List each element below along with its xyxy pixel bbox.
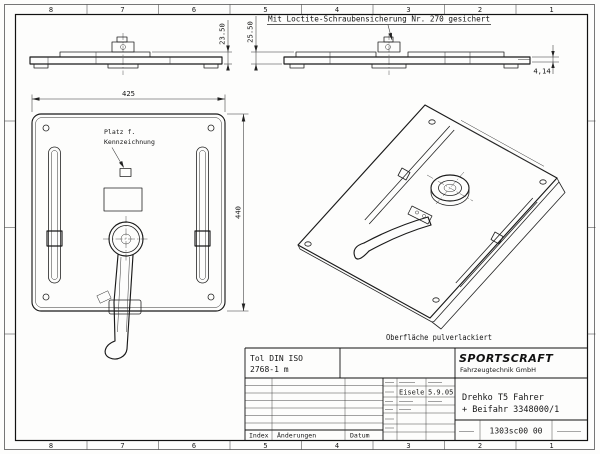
grid-label: 7 [120, 442, 124, 450]
grid-labels-top: 8 7 6 5 4 3 2 1 [49, 6, 554, 14]
revision-table: Index Änderungen Datum [245, 378, 384, 440]
titleblock-fineprint [385, 382, 442, 429]
grid-label: 6 [192, 6, 196, 14]
marking-note-line2: Kennzeichnung [104, 138, 155, 146]
surface-note: Oberfläche pulverlackiert [386, 333, 492, 342]
iso-view [297, 104, 566, 330]
grid-label: 1 [549, 442, 553, 450]
rev-date-label: Datum [350, 432, 370, 440]
drawing-number: 1303sc00 00 [490, 427, 543, 436]
grid-labels-bottom: 8 7 6 5 4 3 2 1 [49, 442, 554, 450]
dimension-23-50: 23.50 [152, 20, 232, 71]
grid-label: 5 [263, 6, 267, 14]
dim-plate-height: 440 [234, 206, 243, 219]
grid-label: 5 [263, 442, 267, 450]
tolerance-line2: 2768-1 m [250, 365, 289, 374]
drawing-title-line2: + Beifahr 3348000/1 [462, 405, 559, 415]
plan-view: 425 440 [31, 89, 249, 360]
dimension-4-14: 4,14 [532, 45, 559, 76]
company-name: SPORTSCRAFT [459, 352, 554, 365]
marking-note-line1: Platz f. [104, 128, 135, 136]
dim-front-right-height: 25.50 [246, 21, 255, 43]
drawing-title-line1: Drehko T5 Fahrer [462, 393, 544, 403]
grid-label: 3 [406, 442, 410, 450]
loctite-annotation: Mit Loctite-Schraubensicherung Nr. 270 g… [267, 15, 491, 41]
dim-flange-thickness: 4,14 [533, 67, 550, 76]
dimension-25-50: 25.50 [246, 16, 294, 71]
dim-front-left-height: 23.50 [218, 23, 227, 45]
grid-label: 4 [335, 442, 339, 450]
loctite-note-text: Mit Loctite-Schraubensicherung Nr. 270 g… [268, 15, 490, 24]
title-block: Index Änderungen Datum Tol DIN ISO 2768-… [244, 347, 588, 440]
grid-label: 3 [406, 6, 410, 14]
grid-label: 4 [335, 6, 339, 14]
rev-index-label: Index [249, 432, 269, 440]
dimension-425: 425 [31, 89, 226, 112]
rev-changes-label: Änderungen [277, 431, 316, 440]
border-frame: 8 7 6 5 4 3 2 1 8 7 6 5 4 3 2 1 [4, 4, 596, 450]
drawn-by-name: Eisele [399, 389, 424, 397]
front-view-left: 23.50 [29, 20, 232, 75]
dimension-440: 440 [227, 113, 249, 312]
front-view-right: 25.50 4,14 [246, 16, 559, 76]
signature-block: Eisele 5.9.05 [383, 378, 455, 440]
grid-label: 8 [49, 6, 53, 14]
drawing-title-block: Drehko T5 Fahrer + Beifahr 3348000/1 130… [455, 393, 588, 440]
grid-label: 8 [49, 442, 53, 450]
tolerance-line1: Tol DIN ISO [250, 354, 303, 363]
grid-label: 2 [478, 442, 482, 450]
grid-label: 2 [478, 6, 482, 14]
grid-label: 1 [549, 6, 553, 14]
company-subtitle: Fahrzeugtechnik GmbH [460, 366, 536, 374]
grid-label: 7 [120, 6, 124, 14]
tolerance-note: Tol DIN ISO 2768-1 m [250, 354, 303, 374]
marking-callout: Platz f. Kennzeichnung [104, 128, 155, 168]
grid-label: 6 [192, 442, 196, 450]
drawing-date: 5.9.05 [428, 389, 453, 397]
company-block: SPORTSCRAFT Fahrzeugtechnik GmbH [459, 352, 554, 374]
dim-plate-width: 425 [122, 89, 135, 98]
